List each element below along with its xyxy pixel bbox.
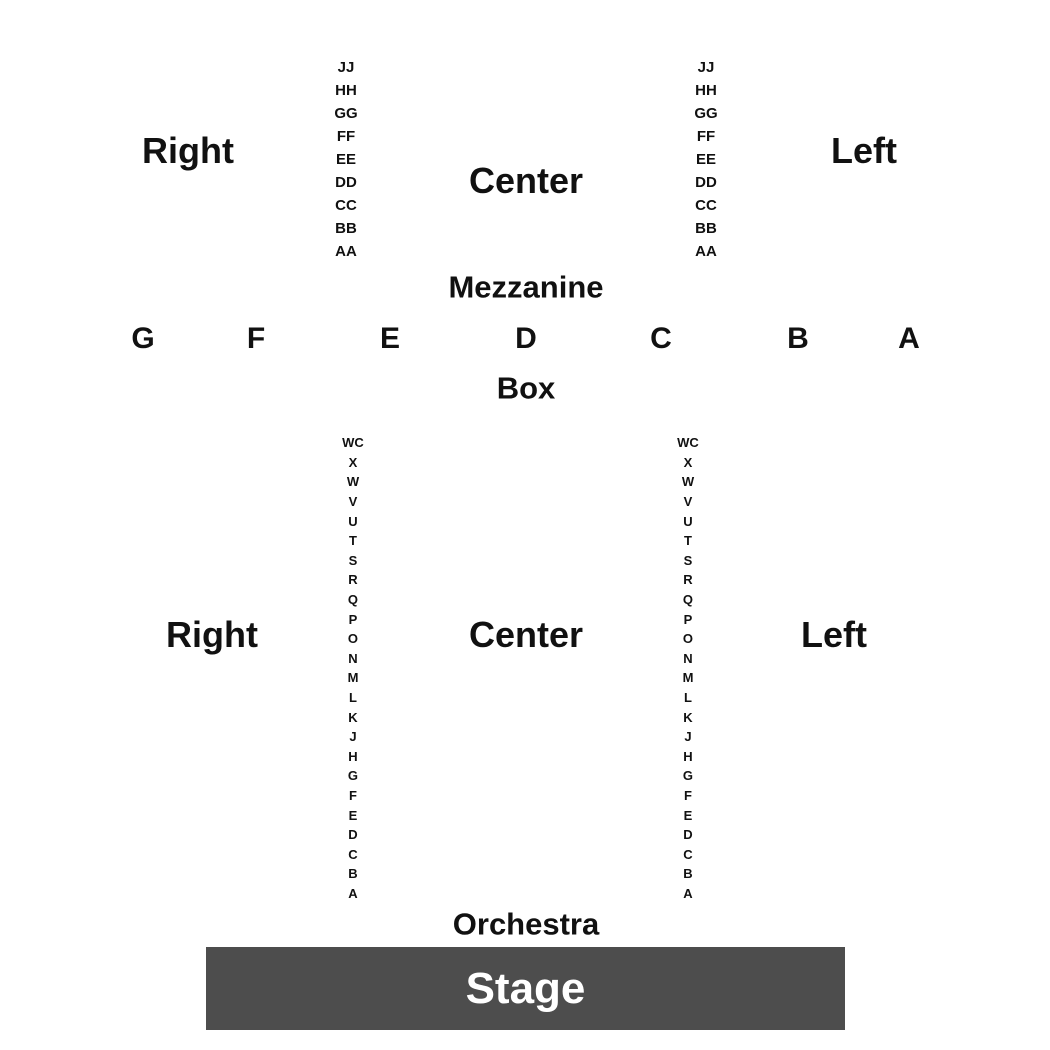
- orchestra-row-label-right: X: [683, 454, 693, 470]
- orchestra-row-label-left: B: [348, 866, 358, 882]
- orchestra-row-label-left: J: [349, 729, 357, 745]
- mezzanine-row-column-right: JJ HH GG FF EE DD CC BB AA: [694, 56, 717, 263]
- mezzanine-row-label-left: JJ: [337, 59, 355, 76]
- orchestra-row-label-left: K: [348, 709, 358, 725]
- box-letter: F: [246, 322, 266, 355]
- orchestra-row-label-left: F: [349, 787, 357, 803]
- orchestra-right-label: Right: [166, 614, 258, 655]
- mezzanine-row-label-right: AA: [695, 243, 717, 260]
- orchestra-row-label-left: P: [348, 611, 358, 627]
- mezzanine-title: Mezzanine: [448, 269, 604, 305]
- box-letter: C: [650, 322, 672, 355]
- orchestra-row-label-right: T: [684, 533, 692, 549]
- orchestra-row-label-right: N: [683, 650, 693, 666]
- mezzanine-row-label-right: FF: [696, 128, 716, 145]
- mezzanine-row-label-left: DD: [335, 174, 357, 191]
- mezzanine-row-label-right: GG: [694, 105, 718, 122]
- orchestra-row-label-right: S: [683, 552, 693, 568]
- box-title: Box: [496, 370, 556, 406]
- orchestra-row-label-right: J: [684, 729, 692, 745]
- orchestra-row-label-left: A: [348, 885, 358, 901]
- orchestra-row-label-right: WC: [677, 435, 699, 451]
- mezzanine-row-label-right: BB: [695, 220, 717, 237]
- mezzanine-row-label-right: EE: [695, 151, 716, 168]
- mezzanine-row-label-left: CC: [335, 197, 357, 214]
- orchestra-row-label-left: C: [348, 846, 358, 862]
- orchestra-center-label: Center: [468, 614, 584, 655]
- stage: Stage: [206, 947, 845, 1030]
- mezzanine-row-label-right: DD: [695, 174, 717, 191]
- orchestra-row-label-left: G: [347, 768, 359, 784]
- mezzanine-row-label-right: HH: [695, 82, 717, 99]
- orchestra-row-label-left: L: [349, 690, 357, 706]
- orchestra-row-label-left: E: [348, 807, 358, 823]
- orchestra-row-label-right: E: [683, 807, 693, 823]
- mezzanine-row-label-left: HH: [335, 82, 357, 99]
- orchestra-row-label-left: N: [348, 650, 358, 666]
- orchestra-row-label-right: U: [683, 513, 693, 529]
- mezzanine-left-label: Left: [831, 130, 897, 171]
- mezzanine-row-label-left: BB: [335, 220, 357, 237]
- mezzanine-row-label-right: JJ: [697, 59, 715, 76]
- orchestra-title: Orchestra: [452, 906, 600, 942]
- box-letter: B: [787, 322, 809, 355]
- mezzanine-row-label-left: FF: [336, 128, 356, 145]
- mezzanine-center-label: Center: [468, 160, 584, 201]
- stage-label: Stage: [465, 963, 586, 1013]
- orchestra-row-label-left: Q: [347, 592, 359, 608]
- orchestra-row-label-left: U: [348, 513, 358, 529]
- orchestra-row-label-right: K: [683, 709, 693, 725]
- orchestra-row-label-right: H: [683, 748, 693, 764]
- orchestra-row-label-right: R: [683, 572, 693, 588]
- orchestra-row-label-left: T: [349, 533, 357, 549]
- orchestra-row-label-left: V: [348, 494, 358, 510]
- box-letter: D: [515, 322, 537, 355]
- orchestra-row-label-left: W: [346, 474, 360, 490]
- orchestra-row-label-right: M: [682, 670, 694, 686]
- orchestra-row-label-right: O: [682, 631, 694, 647]
- box-letter: E: [379, 322, 401, 355]
- orchestra-row-label-left: X: [348, 454, 358, 470]
- orchestra-row-label-right: B: [683, 866, 693, 882]
- box-letter: G: [131, 322, 155, 355]
- orchestra-row-label-left: D: [348, 827, 358, 843]
- mezzanine-row-label-left: EE: [335, 151, 356, 168]
- box-letter: A: [898, 322, 920, 355]
- orchestra-row-label-right: D: [683, 827, 693, 843]
- orchestra-row-label-right: Q: [682, 592, 694, 608]
- mezzanine-right-label: Right: [142, 130, 234, 171]
- mezzanine-row-column-left: JJ HH GG FF EE DD CC BB AA: [334, 56, 357, 263]
- orchestra-row-label-right: P: [683, 611, 693, 627]
- orchestra-row-label-right: A: [683, 885, 693, 901]
- orchestra-row-label-right: C: [683, 846, 693, 862]
- orchestra-row-label-right: L: [684, 690, 692, 706]
- orchestra-row-label-right: F: [684, 787, 692, 803]
- mezzanine-row-label-left: GG: [334, 105, 358, 122]
- orchestra-row-label-right: W: [681, 474, 695, 490]
- orchestra-row-label-left: S: [348, 552, 358, 568]
- mezzanine-row-label-left: AA: [335, 243, 357, 260]
- orchestra-row-label-right: V: [683, 494, 693, 510]
- orchestra-row-label-left: O: [347, 631, 359, 647]
- orchestra-row-label-right: G: [682, 768, 694, 784]
- orchestra-row-label-left: M: [347, 670, 359, 686]
- orchestra-row-label-left: WC: [342, 435, 364, 451]
- orchestra-left-label: Left: [801, 614, 867, 655]
- orchestra-row-label-left: H: [348, 748, 358, 764]
- mezzanine-row-label-right: CC: [695, 197, 717, 214]
- orchestra-row-label-left: R: [348, 572, 358, 588]
